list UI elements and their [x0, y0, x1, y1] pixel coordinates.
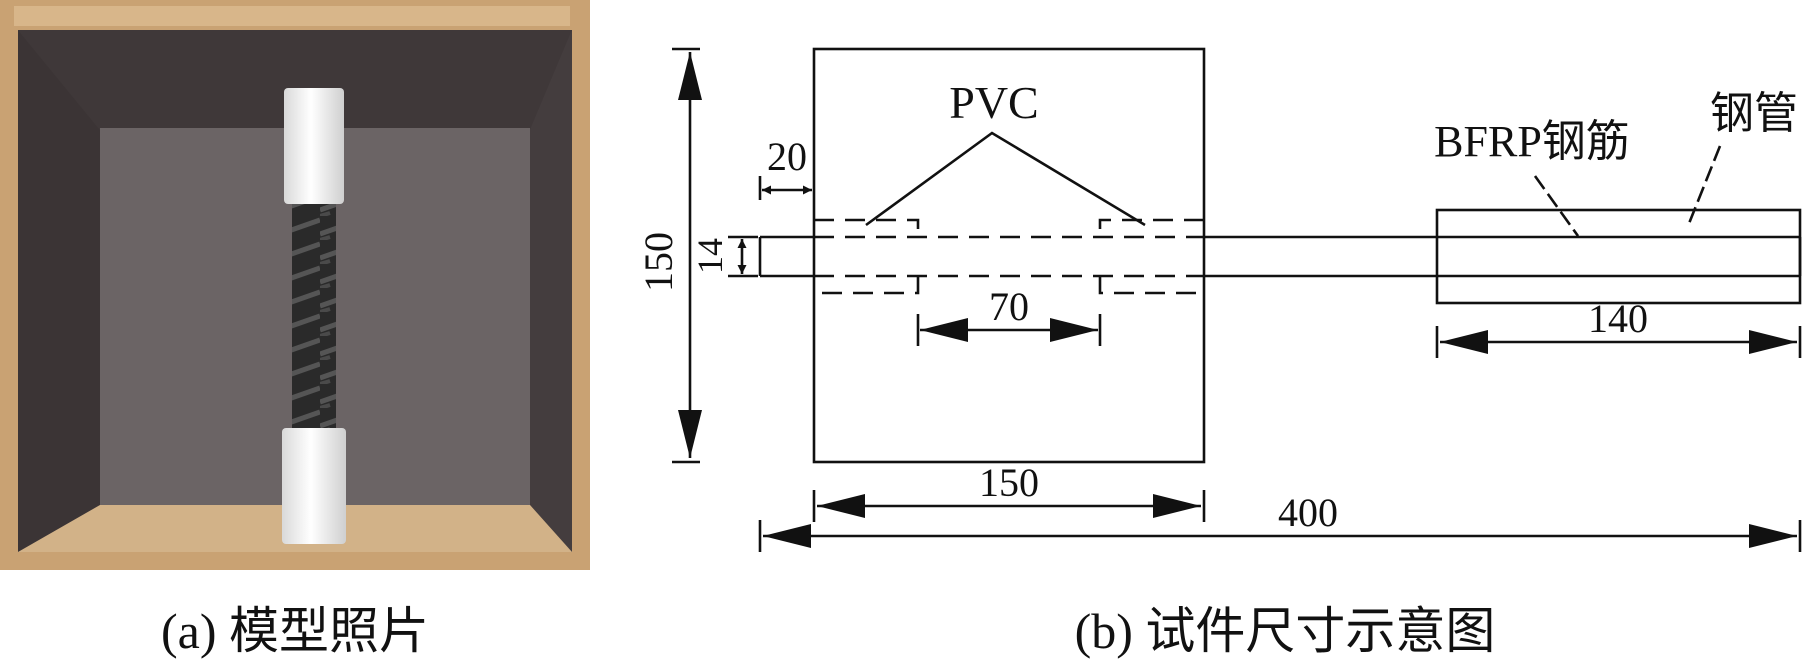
dim-block-height-label: 150 [636, 232, 681, 292]
pvc-leader [865, 131, 1146, 227]
right-wall [530, 30, 572, 552]
dim-total-length-label: 400 [1278, 490, 1338, 535]
schematic [672, 47, 1802, 552]
steel-tube-label: 钢管 [1710, 89, 1798, 138]
dim-offset-label: 20 [767, 134, 807, 179]
back-wall [18, 30, 572, 130]
model-photo [0, 0, 590, 570]
concrete-block [812, 47, 1206, 464]
caption-b: (b) 试件尺寸示意图 [1075, 603, 1496, 659]
steel-tube [1435, 208, 1802, 305]
left-wall [18, 30, 100, 552]
bfrp-leader [1533, 175, 1580, 237]
dim-tube-length-label: 140 [1588, 296, 1648, 341]
pvc-tube-bottom [282, 428, 346, 544]
dim-pvc-gap-label: 70 [989, 284, 1029, 329]
dim-bar-diameter-label: 14 [690, 238, 730, 274]
bfrp-label: BFRP钢筋 [1434, 117, 1630, 166]
caption-a: (a) 模型照片 [161, 603, 429, 659]
pvc-sleeve-left [814, 218, 920, 295]
wood-top-edge [14, 6, 570, 26]
pvc-sleeve-right [1098, 218, 1204, 295]
bfrp-bar [292, 204, 336, 430]
tube-leader [1686, 145, 1722, 227]
pvc-tube-top [284, 88, 344, 204]
dim-block-width-label: 150 [979, 460, 1039, 505]
pvc-label: PVC [949, 77, 1038, 128]
